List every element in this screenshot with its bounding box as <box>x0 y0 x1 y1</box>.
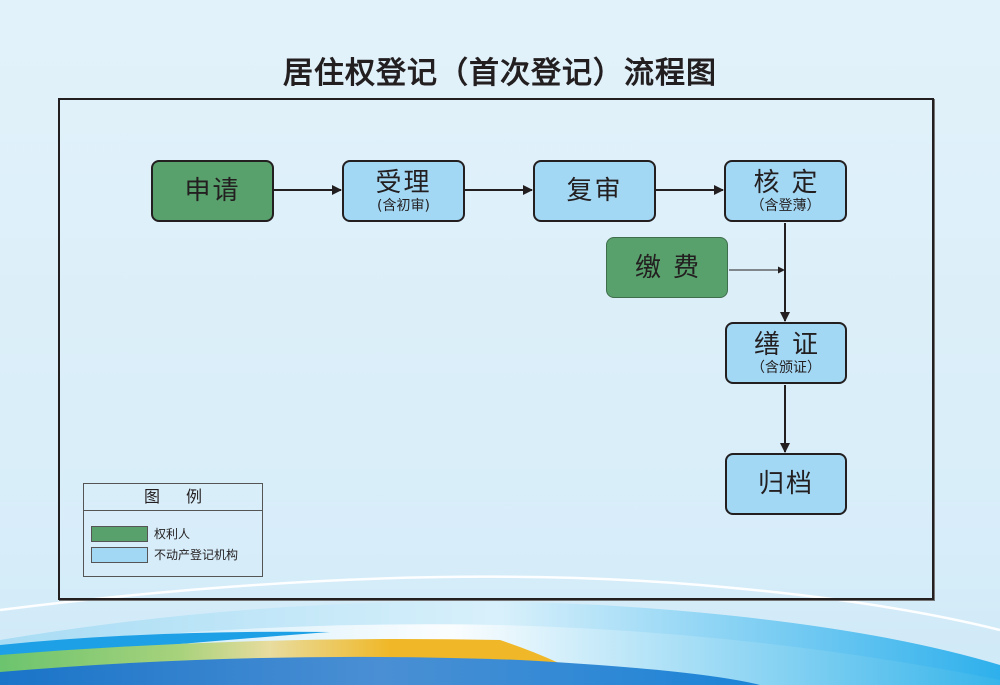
node-verify-label: 核定 <box>753 167 830 198</box>
node-accept: 受理 (含初审) <box>342 160 465 222</box>
node-pay: 缴费 <box>606 237 728 298</box>
legend-swatch-green <box>91 525 148 542</box>
legend-item-applicant: 权利人 <box>91 525 190 542</box>
legend-title: 图例 <box>84 484 262 511</box>
legend: 图例 权利人 不动产登记机构 <box>83 483 263 577</box>
node-review: 复审 <box>533 160 656 222</box>
diagram-frame <box>58 98 934 600</box>
node-certify-sublabel: （含颁证） <box>751 359 821 376</box>
page-title: 居住权登记（首次登记）流程图 <box>283 56 717 91</box>
node-accept-sublabel: (含初审) <box>377 197 430 214</box>
node-pay-label: 缴费 <box>634 252 711 283</box>
legend-swatch-blue <box>91 546 148 563</box>
node-apply-label: 申请 <box>184 176 241 206</box>
node-certify: 缮证 （含颁证） <box>725 322 847 384</box>
node-review-label: 复审 <box>566 176 623 206</box>
node-apply: 申请 <box>151 160 274 222</box>
node-archive-label: 归档 <box>757 469 814 499</box>
node-accept-label: 受理 <box>375 167 432 198</box>
node-certify-label: 缮证 <box>753 329 830 360</box>
legend-label-applicant: 权利人 <box>154 527 191 541</box>
node-verify-sublabel: （含登薄） <box>750 197 821 214</box>
node-verify: 核定 （含登薄） <box>724 160 847 222</box>
node-archive: 归档 <box>725 453 847 515</box>
legend-label-agency: 不动产登记机构 <box>154 548 239 562</box>
legend-item-agency: 不动产登记机构 <box>91 546 238 563</box>
